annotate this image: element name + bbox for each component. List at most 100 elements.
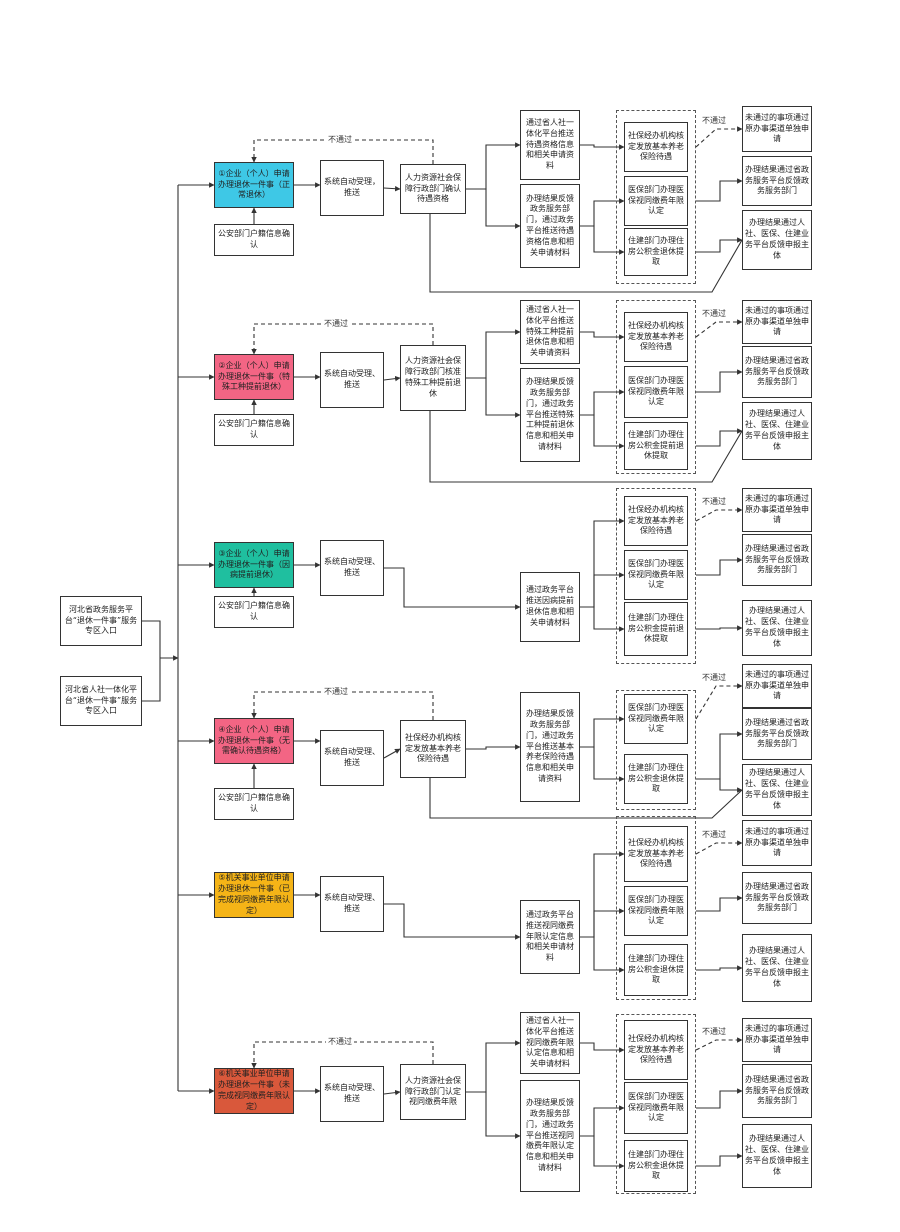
section-4-police-check[interactable]: 公安部门户籍信息确认	[214, 788, 294, 820]
section-6-result-3[interactable]: 办理结果通过人社、医保、住建业务平台反馈申报主体	[742, 1124, 812, 1188]
section-6-review-box[interactable]: 人力资源社会保障行政部门认定视同缴费年限	[400, 1064, 466, 1120]
section-3-police-check[interactable]: 公安部门户籍信息确认	[214, 596, 294, 628]
section-4-result-3[interactable]: 办理结果通过人社、医保、住建业务平台反馈申报主体	[742, 764, 812, 816]
section-2-handling-group	[616, 300, 696, 474]
section-2-system-accept[interactable]: 系统自动受理、推送	[320, 352, 384, 408]
section-4-push-1[interactable]: 办理结果反馈政务服务部门，通过政务平台推送基本养老保险待遇信息和相关申请资料	[520, 692, 580, 802]
not-pass-loop-arrow	[251, 323, 434, 355]
to-result-arrow	[696, 778, 743, 793]
section-4-handle-2[interactable]: 住建部门办理住房公积金退休提取	[624, 754, 688, 804]
section-1-loop-not-pass-label: 不通过	[326, 134, 354, 145]
section-6-handle-1[interactable]: 社保经办机构核定发放基本养老保险待遇	[624, 1020, 688, 1080]
to-result-arrow	[696, 178, 743, 202]
section-1-review-box[interactable]: 人力资源社会保障行政部门确认待遇资格	[400, 164, 466, 214]
feedback-line	[429, 214, 743, 293]
section-6-result-1[interactable]: 未通过的事项通过原办事渠道单独申请	[742, 1018, 812, 1062]
to-push-arrow	[466, 1091, 521, 1139]
section-1-push-1[interactable]: 通过省人社一体化平台推送待遇资格信息和相关申请资料	[520, 110, 580, 180]
section-2-result-1[interactable]: 未通过的事项通过原办事渠道单独申请	[742, 300, 812, 344]
section-1-system-accept[interactable]: 系统自动受理，推送	[320, 160, 384, 216]
feedback-line	[429, 411, 743, 483]
section-1-result-1[interactable]: 未通过的事项通过原办事渠道单独申请	[742, 106, 812, 152]
to-result-arrow	[696, 1153, 743, 1167]
system-to-review-arrow	[383, 185, 401, 192]
section-6-push-1[interactable]: 通过省人社一体化平台推送视同缴费年限认定信息和相关申请材料	[520, 1012, 580, 1074]
section-5-handle-1[interactable]: 社保经办机构核定发放基本养老保险待遇	[624, 826, 688, 882]
to-handle-arrow	[580, 144, 625, 150]
section-3-result-1[interactable]: 未通过的事项通过原办事渠道单独申请	[742, 488, 812, 532]
section-3-handle-3[interactable]: 住建部门办理住房公积金提前退休提取	[624, 602, 688, 656]
to-handle-arrow	[580, 746, 625, 782]
section-1-handle-1[interactable]: 社保经办机构核定发放基本养老保险待遇	[624, 122, 688, 172]
section-2-result-3[interactable]: 办理结果通过人社、医保、住建业务平台反馈申报主体	[742, 402, 812, 460]
section-5-result-1[interactable]: 未通过的事项通过原办事渠道单独申请	[742, 820, 812, 866]
section-3-result-2[interactable]: 办理结果通过省政务服务平台反馈政务服务部门	[742, 534, 812, 586]
to-push-arrow	[466, 188, 521, 229]
section-2-result-2[interactable]: 办理结果通过省政务服务平台反馈政务服务部门	[742, 346, 812, 398]
section-2-handle-1[interactable]: 社保经办机构核定发放基本养老保险待遇	[624, 312, 688, 362]
to-push-arrow	[384, 567, 521, 610]
section-4-handle-1[interactable]: 医保部门办理医保视同缴费年限认定	[624, 694, 688, 744]
section-2-push-2[interactable]: 办理结果反馈政务服务部门，通过政务平台推送特殊工种提前退休信息和相关申请材料	[520, 368, 580, 462]
to-push-arrow	[466, 329, 521, 379]
section-1-start-box[interactable]: ①企业（个人）申请办理退休一件事（正常退休）	[214, 162, 294, 208]
section-2-loop-not-pass-label: 不通过	[322, 318, 350, 329]
section-3-result-3[interactable]: 办理结果通过人社、医保、住建业务平台反馈申报主体	[742, 600, 812, 656]
entry-gov-service-platform[interactable]: 河北省政务服务平台“退休一件事”服务专区入口	[60, 596, 142, 646]
section-3-handle-2[interactable]: 医保部门办理医保视同缴费年限认定	[624, 550, 688, 600]
section-1-handle-2[interactable]: 医保部门办理医保视同缴费年限认定	[624, 176, 688, 226]
section-2-not-pass-label: 不通过	[700, 308, 728, 319]
section-1-police-check[interactable]: 公安部门户籍信息确认	[214, 224, 294, 256]
section-6-system-accept[interactable]: 系统自动受理、推送	[320, 1066, 384, 1122]
section-6-not-pass-label: 不通过	[700, 1026, 728, 1037]
section-4-system-accept[interactable]: 系统自动受理、推送	[320, 730, 384, 786]
section-4-result-2[interactable]: 办理结果通过省政务服务平台反馈政务服务部门	[742, 708, 812, 760]
to-result-arrow	[696, 731, 743, 780]
section-3-system-accept[interactable]: 系统自动受理、推送	[320, 540, 384, 596]
section-6-start-box[interactable]: ⑥机关事业单位申请办理退休一件事（未完成视同缴费年限认定）	[214, 1068, 294, 1114]
section-1-result-2[interactable]: 办理结果通过省政务服务平台反馈政务服务部门	[742, 156, 812, 206]
to-handle-arrow	[580, 414, 625, 449]
section-2-start-box[interactable]: ②企业（个人）申请办理退休一件事（特殊工种提前退休）	[214, 354, 294, 400]
to-result-arrow	[696, 625, 743, 631]
entry-hrss-integrated-platform[interactable]: 河北省人社一体化平台“退休一件事”服务专区入口	[60, 676, 142, 726]
section-2-handle-2[interactable]: 医保部门办理医保视同缴费年限认定	[624, 366, 688, 418]
to-result-arrow	[696, 237, 743, 253]
to-push-arrow	[466, 377, 521, 418]
section-5-push-1[interactable]: 通过政务平台推送视同缴费年限认定信息和相关申请材料	[520, 900, 580, 974]
to-handle-arrow	[580, 936, 625, 973]
section-5-start-box[interactable]: ⑤机关事业单位申请办理退休一件事（已完成视同缴费年限认定）	[214, 872, 294, 918]
section-5-system-accept[interactable]: 系统自动受理、推送	[320, 876, 384, 932]
to-result-arrow	[696, 369, 743, 393]
section-6-handle-3[interactable]: 住建部门办理住房公积金退休提取	[624, 1140, 688, 1192]
section-3-start-box[interactable]: ③企业（个人）申请办理退休一件事（因病提前退休）	[214, 542, 294, 588]
section-5-handle-2[interactable]: 医保部门办理医保视同缴费年限认定	[624, 886, 688, 936]
section-5-handle-3[interactable]: 住建部门办理住房公积金退休提取	[624, 944, 688, 996]
section-2-police-check[interactable]: 公安部门户籍信息确认	[214, 414, 294, 446]
section-6-handle-2[interactable]: 医保部门办理医保视同缴费年限认定	[624, 1082, 688, 1134]
section-4-loop-not-pass-label: 不通过	[322, 686, 350, 697]
section-3-handle-1[interactable]: 社保经办机构核定发放基本养老保险待遇	[624, 496, 688, 546]
section-1-result-3[interactable]: 办理结果通过人社、医保、住建业务平台反馈申报主体	[742, 210, 812, 270]
to-handle-arrow	[580, 331, 625, 340]
to-push-arrow	[466, 142, 521, 190]
section-6-result-2[interactable]: 办理结果通过省政务服务平台反馈政务服务部门	[742, 1064, 812, 1118]
section-5-result-3[interactable]: 办理结果通过人社、医保、住建业务平台反馈申报主体	[742, 934, 812, 1002]
section-4-handling-group	[616, 690, 696, 810]
section-6-push-2[interactable]: 办理结果反馈政务服务部门，通过政务平台推送视同缴费年限认定信息和相关申请材料	[520, 1080, 580, 1192]
section-4-review-box[interactable]: 社保经办机构核定发放基本养老保险待遇	[400, 720, 466, 778]
not-pass-loop-arrow	[251, 691, 434, 720]
section-4-result-1[interactable]: 未通过的事项通过原办事渠道单独申请	[742, 664, 812, 708]
section-2-handle-3[interactable]: 住建部门办理住房公积金提前退休提取	[624, 422, 688, 470]
system-to-review-arrow	[383, 1089, 401, 1096]
section-3-push-1[interactable]: 通过政务平台推送因病提前退休信息和相关申请材料	[520, 572, 580, 642]
not-pass-result-arrow	[695, 1037, 743, 1051]
section-5-result-2[interactable]: 办理结果通过省政务服务平台反馈政务服务部门	[742, 872, 812, 924]
section-4-start-box[interactable]: ④企业（个人）申请办理退休一件事（无需确认待遇资格）	[214, 718, 294, 764]
section-1-push-2[interactable]: 办理结果反馈政务服务部门，通过政务平台推送待遇资格信息和相关申请材料	[520, 184, 580, 268]
section-2-push-1[interactable]: 通过省人社一体化平台推送特殊工种提前退休信息和相关申请资料	[520, 300, 580, 364]
section-1-handle-3[interactable]: 住建部门办理住房公积金退休提取	[624, 228, 688, 276]
to-push-arrow	[384, 903, 521, 940]
section-2-review-box[interactable]: 人力资源社会保障行政部门核准特殊工种提前退休	[400, 345, 466, 411]
to-handle-arrow	[580, 225, 625, 255]
